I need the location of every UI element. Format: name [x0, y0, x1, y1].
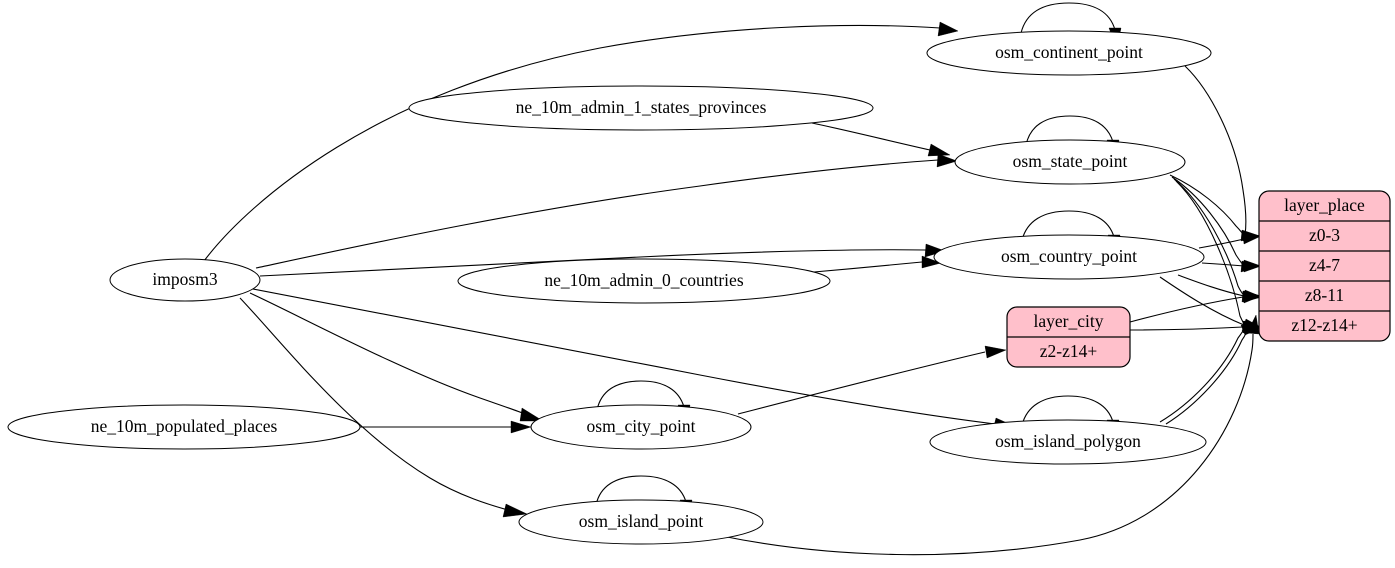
- edge-imposm3-to-osm_island_point: [239, 297, 528, 518]
- edge-osm_island_polygon-to-layer_place-z12: [1159, 324, 1262, 423]
- node-osm_country_point[interactable]: osm_country_point: [933, 234, 1205, 280]
- record-node-layer_city[interactable]: layer_city z2-z14+: [1006, 306, 1131, 368]
- node-ne_10m_admin_1_states_provinces[interactable]: ne_10m_admin_1_states_provinces: [408, 85, 874, 131]
- edge-osm_continent_point-to-layer_place-z0-3: [1184, 65, 1261, 242]
- node-osm_state_point[interactable]: osm_state_point: [954, 139, 1186, 185]
- node-ne_10m_admin_0_countries[interactable]: ne_10m_admin_0_countries: [457, 258, 831, 304]
- edge-osm_country_point-to-layer_place-z4-7: [1201, 259, 1262, 273]
- node-imposm3[interactable]: imposm3: [109, 258, 261, 302]
- edge-osm_island_polygon-to-layer_place-z12-alt: [1165, 330, 1248, 425]
- edge-osm_city_point-to-layer_city: [737, 345, 1007, 415]
- edge-imposm3-to-osm_city_point: [249, 292, 544, 422]
- edge-ne_states-to-osm_state_point: [811, 122, 951, 157]
- edge-imposm3-to-osm_continent_point: [203, 21, 959, 262]
- edge-layer_city-to-layer_place-z8-11: [1129, 290, 1262, 323]
- node-osm_island_point[interactable]: osm_island_point: [518, 499, 764, 545]
- node-osm_island_polygon[interactable]: osm_island_polygon: [929, 419, 1207, 465]
- edge-osm_island_point-to-layer_place-z12: [721, 314, 1260, 556]
- node-ne_10m_populated_places[interactable]: ne_10m_populated_places: [7, 404, 361, 450]
- edge-imposm3-to-osm_state_point: [255, 153, 958, 269]
- edge-ne_countries-to-osm_country_point: [813, 255, 942, 273]
- node-layer: imposm3 ne_10m_admin_1_states_provinces …: [7, 30, 1212, 545]
- edge-layer_city-to-layer_place-z12: [1129, 320, 1262, 334]
- edge-osm_country_point-to-layer_place-z0-3: [1198, 232, 1262, 249]
- node-osm_continent_point[interactable]: osm_continent_point: [926, 30, 1212, 76]
- record-node-layer_place[interactable]: layer_place z0-3 z4-7 z8-11 z12-z14+: [1258, 190, 1391, 342]
- edge-ne_populated-to-osm_city_point: [360, 420, 532, 434]
- node-osm_city_point[interactable]: osm_city_point: [530, 404, 752, 450]
